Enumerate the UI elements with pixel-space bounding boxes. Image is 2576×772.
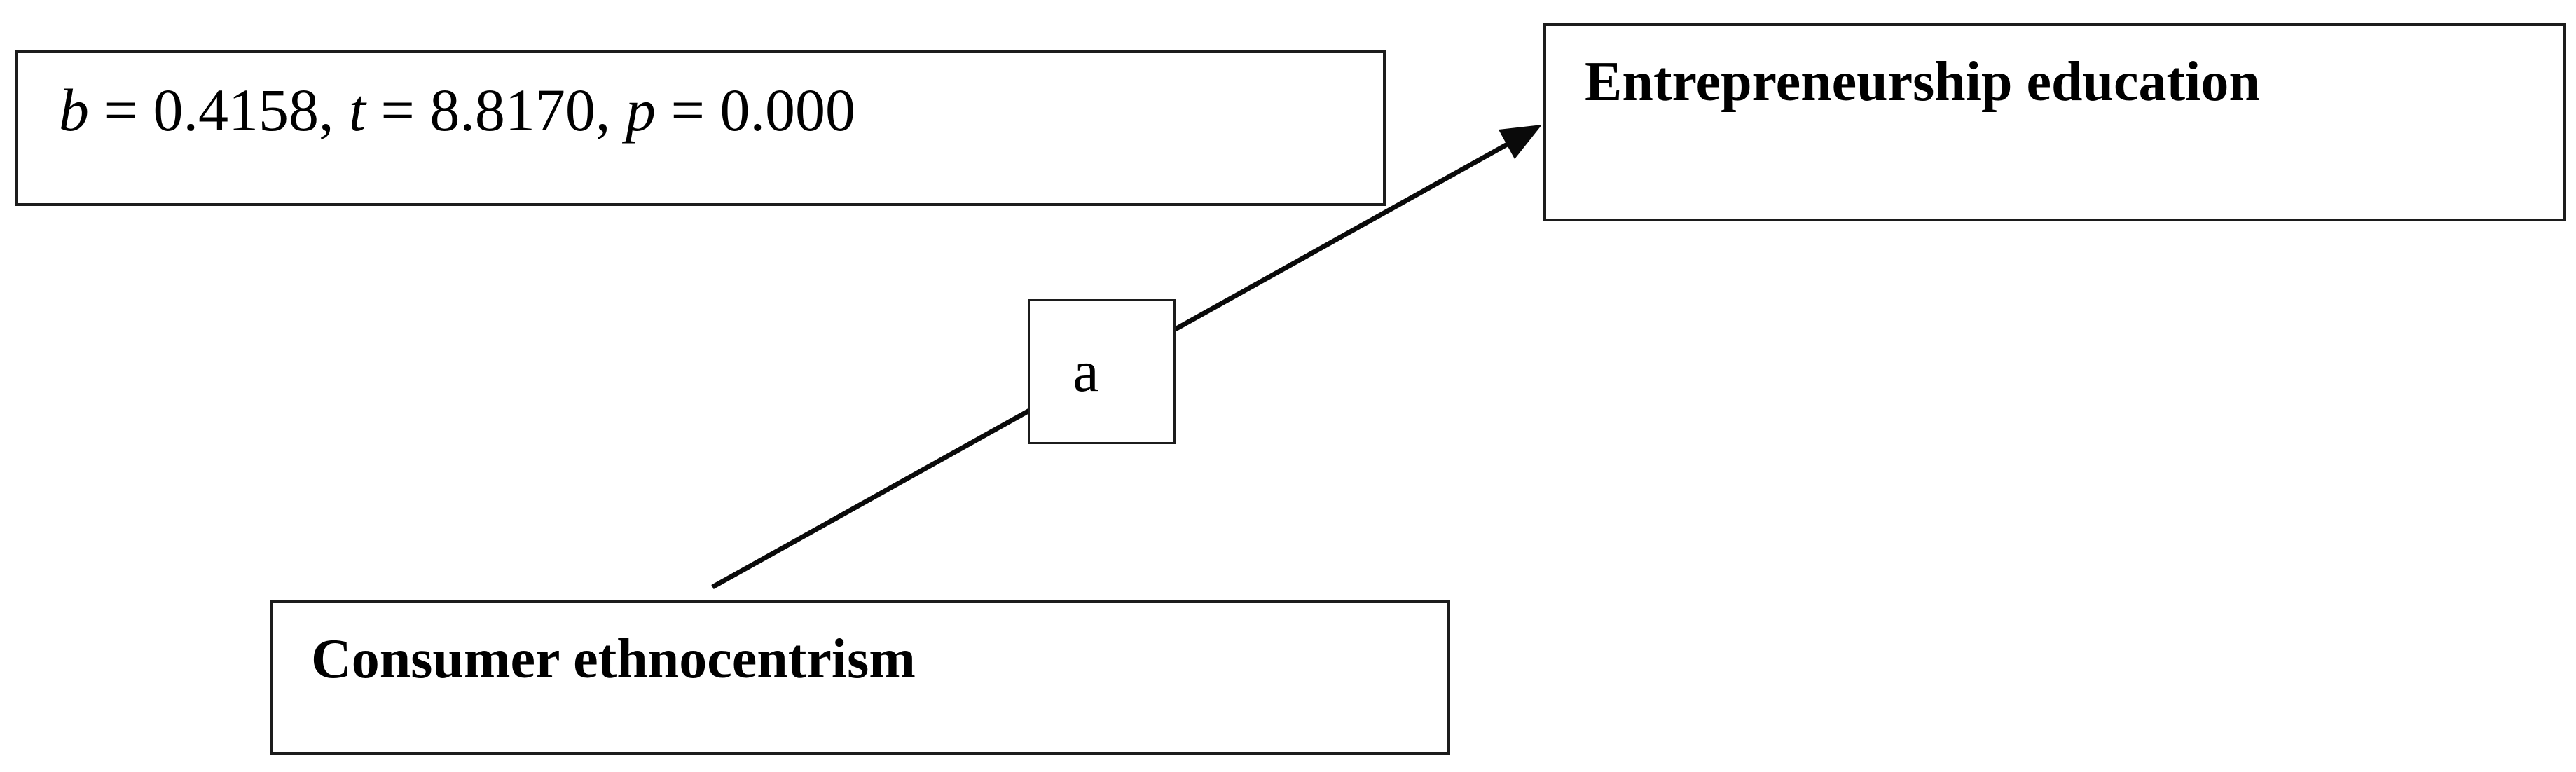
outcome-box-entrepreneurship-education: Entrepreneurship education [1543, 23, 2566, 221]
stat-value-t: = 8.8170, [365, 76, 626, 144]
outcome-box-label: Entrepreneurship education [1585, 51, 2260, 113]
path-statistics-box: b = 0.4158, t = 8.8170, p = 0.000 [15, 50, 1386, 206]
arrowhead-icon [1499, 125, 1542, 159]
predictor-box-consumer-ethnocentrism: Consumer ethnocentrism [270, 600, 1450, 755]
stat-value-b: = 0.4158, [89, 76, 350, 144]
stat-var-b: b [59, 76, 89, 144]
path-a-label-box: a [1028, 299, 1176, 444]
stat-value-p: = 0.000 [655, 76, 855, 144]
predictor-box-label: Consumer ethnocentrism [311, 628, 916, 690]
stat-var-p: p [625, 76, 656, 144]
path-a-label: a [1073, 338, 1099, 404]
stat-var-t: t [349, 76, 366, 144]
path-statistics-text: b = 0.4158, t = 8.8170, p = 0.000 [59, 76, 855, 144]
